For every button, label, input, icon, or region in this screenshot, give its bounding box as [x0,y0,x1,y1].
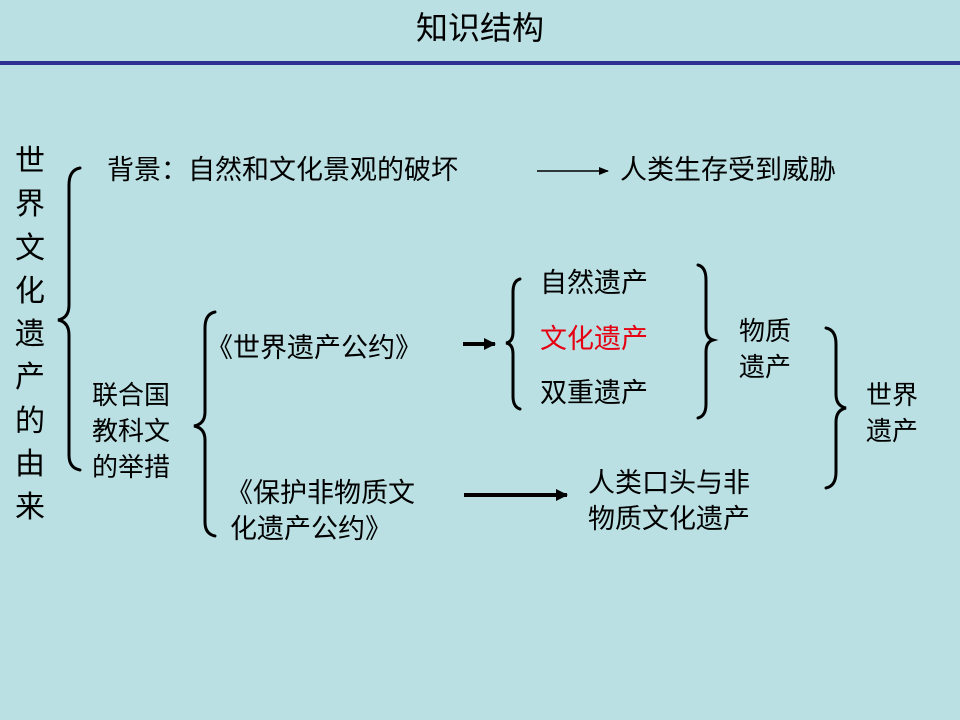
root-brace [57,166,82,472]
background-label: 背景：自然和文化景观的破坏 [107,155,458,186]
types-brace [505,277,522,411]
intangible-heritage-label: 人类口头与非 物质文化遗产 [588,468,750,535]
title-divider [0,61,960,65]
world-heritage-convention: 《世界遗产公约》 [206,333,422,364]
root-char: 产 [15,360,45,396]
cultural-heritage: 文化遗产 [540,324,648,355]
mixed-heritage: 双重遗产 [540,378,648,409]
root-label: 世 界 文 化 遗 产 的 由 来 [12,140,48,530]
tangible-heritage-label: 物质 遗产 [739,317,792,383]
root-char: 由 [15,447,45,483]
root-char: 文 [15,230,45,266]
world-heritage-brace [824,326,847,490]
threat-label: 人类生存受到威胁 [620,155,836,186]
slide-title: 知识结构 [415,9,544,47]
unesco-measures-label: 联合国 教科文 的举措 [92,381,171,483]
intangible-convention: 《保护非物质文 化遗产公约》 [226,478,415,545]
unesco-brace [193,310,217,538]
root-char: 世 [15,144,45,179]
root-char: 界 [15,187,45,223]
world-heritage-label: 世界 遗产 [866,381,919,447]
root-char: 的 [15,403,45,439]
natural-heritage: 自然遗产 [540,268,648,299]
tangible-brace [696,263,719,420]
root-char: 来 [15,490,45,526]
root-char: 化 [15,273,45,309]
root-char: 遗 [15,317,45,353]
